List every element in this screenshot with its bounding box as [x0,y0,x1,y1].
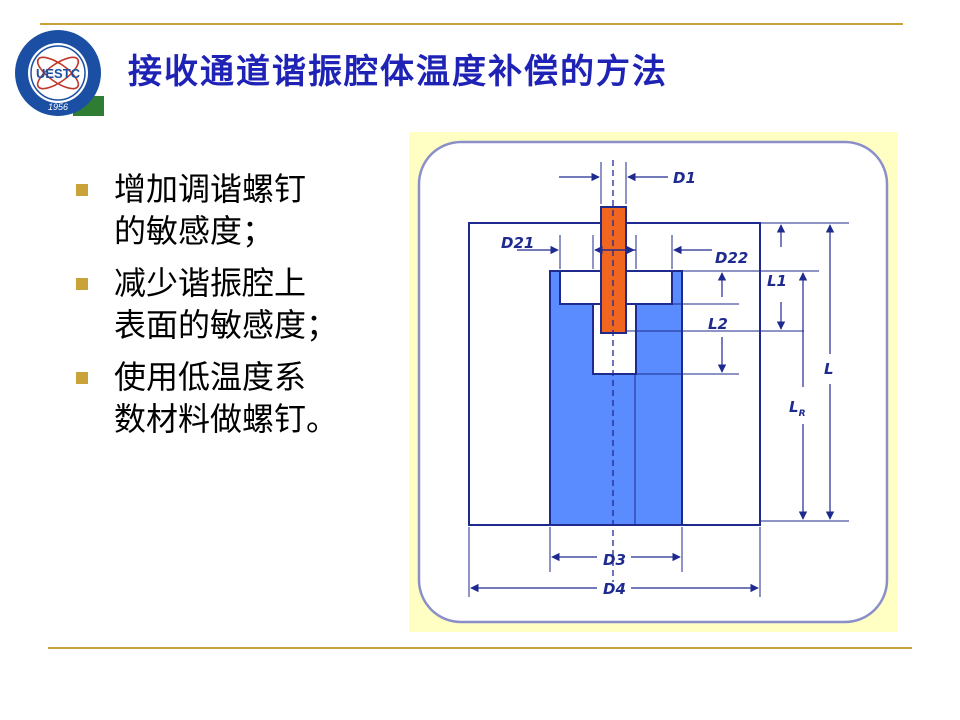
lr-label: LR [789,398,806,419]
bullet-item: 增加调谐螺钉 的敏感度； [76,168,396,252]
l2-label: L2 [708,315,728,333]
d1-label: D1 [673,169,696,187]
bottom-divider [48,647,912,649]
l-label: L [824,360,834,378]
cavity-diagram: D1 D21 D22 L1 L2 LR [417,140,889,624]
bullet-list: 增加调谐螺钉 的敏感度； 减少谐振腔上 表面的敏感度； 使用低温度系 数材料做螺… [76,168,396,450]
bullet-line: 减少谐振腔上 [114,264,307,302]
lr-label-main: L [789,398,799,416]
d21-label: D21 [501,234,534,252]
university-logo: UESTC 1956 [15,30,101,116]
bullet-line: 增加调谐螺钉 [114,170,307,208]
d4-label: D4 [603,580,626,598]
bullet-line: 使用低温度系 [114,358,307,396]
l1-label: L1 [767,272,787,290]
bullet-marker [76,278,88,290]
bullet-marker [76,184,88,196]
logo-year: 1956 [48,102,68,112]
bullet-item: 使用低温度系 数材料做螺钉。 [76,356,396,440]
d3-label: D3 [603,551,626,569]
bullet-line: 表面的敏感度； [114,306,339,344]
logo-text: UESTC [36,66,81,81]
slide-title: 接收通道谐振腔体温度补偿的方法 [128,52,668,92]
bullet-line: 的敏感度； [114,212,275,250]
top-divider [40,23,903,25]
d22-label: D22 [715,249,748,267]
lr-label-sub: R [799,409,806,419]
cavity-diagram-panel: D1 D21 D22 L1 L2 LR [409,132,897,632]
bullet-marker [76,372,88,384]
bullet-line: 数材料做螺钉。 [114,400,339,438]
bullet-item: 减少谐振腔上 表面的敏感度； [76,262,396,346]
